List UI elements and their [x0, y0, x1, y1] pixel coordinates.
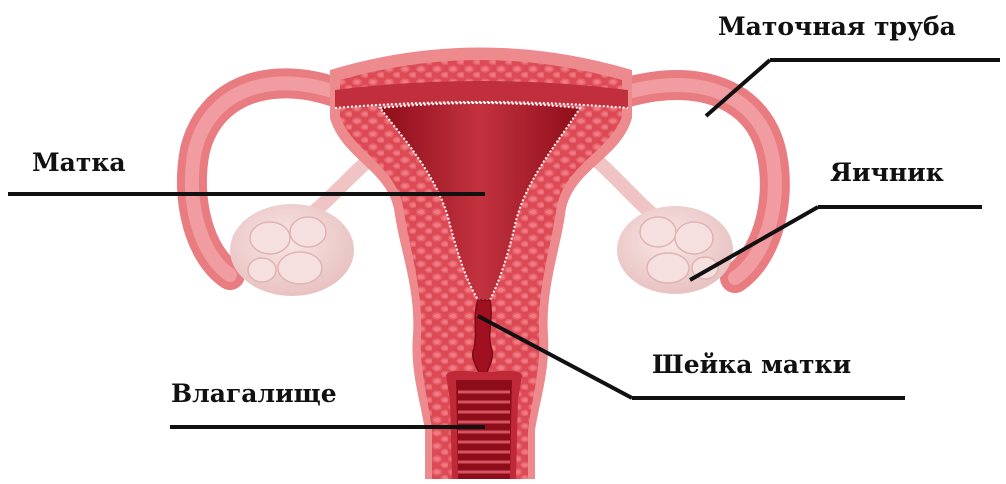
label-cervix: Шейка матки — [652, 352, 851, 377]
vagina-canal — [446, 371, 522, 479]
label-uterus: Матка — [32, 150, 126, 175]
cervical-canal — [473, 300, 493, 375]
label-ovary: Яичник — [830, 160, 944, 185]
ovary-right — [617, 206, 733, 294]
label-fallopian-tube: Маточная труба — [718, 14, 956, 39]
ovary-left — [230, 204, 354, 296]
label-vagina: Влагалище — [171, 381, 337, 406]
